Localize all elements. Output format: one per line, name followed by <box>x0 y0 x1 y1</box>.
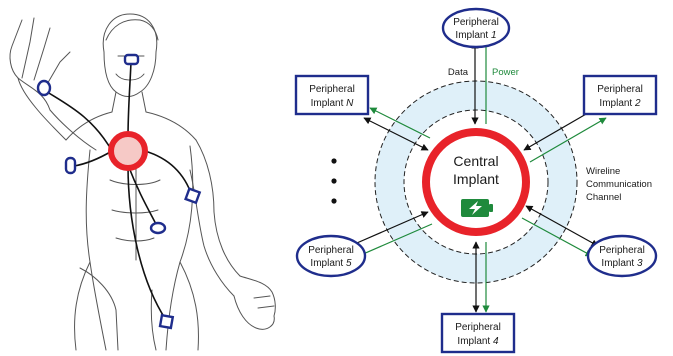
body-implant-leg <box>160 315 173 328</box>
body-central-implant <box>111 134 145 168</box>
body-implant-hand <box>38 81 50 95</box>
peripheral-3-line2: Implant 3 <box>601 258 643 269</box>
peripheral-4-line1: Peripheral <box>455 322 501 333</box>
channel-label-1: Wireline <box>586 166 620 177</box>
peripheral-1-line1: Peripheral <box>453 17 499 28</box>
peripheral-4-line2: Implant 4 <box>457 336 499 347</box>
peripheral-2-line1: Peripheral <box>597 84 643 95</box>
peripheral-n-line2: Implant N <box>311 98 355 109</box>
battery-charging-icon <box>461 199 493 217</box>
peripheral-1-line2: Implant 1 <box>455 30 496 41</box>
human-body-illustration <box>10 14 275 350</box>
peripheral-3-line1: Peripheral <box>599 245 645 256</box>
power-label: Power <box>492 67 519 78</box>
peripheral-implant-2: Peripheral Implant 2 <box>584 76 656 114</box>
peripheral-n-line1: Peripheral <box>309 84 355 95</box>
network-diagram: Central Implant Data Power Wireline Comm… <box>296 9 656 352</box>
more-implants-dots <box>331 158 336 203</box>
peripheral-implant-4: Peripheral Implant 4 <box>442 314 514 352</box>
body-implant-abdomen <box>151 223 165 233</box>
channel-label-2: Communication <box>586 179 652 190</box>
peripheral-implant-n: Peripheral Implant N <box>296 76 368 114</box>
central-implant-label-2: Implant <box>453 171 499 187</box>
peripheral-5-line2: Implant 5 <box>310 258 352 269</box>
peripheral-implant-5: Peripheral Implant 5 <box>297 236 365 276</box>
data-label: Data <box>448 67 469 78</box>
body-implant-head <box>125 55 138 64</box>
body-implant-right-arm <box>186 189 200 203</box>
body-implant-left-arm <box>66 158 75 173</box>
central-implant-label-1: Central <box>453 153 498 169</box>
peripheral-implant-3: Peripheral Implant 3 <box>588 236 656 276</box>
peripheral-implant-1: Peripheral Implant 1 <box>443 9 509 47</box>
peripheral-5-line1: Peripheral <box>308 245 354 256</box>
channel-label-3: Channel <box>586 192 621 203</box>
peripheral-2-line2: Implant 2 <box>599 98 641 109</box>
